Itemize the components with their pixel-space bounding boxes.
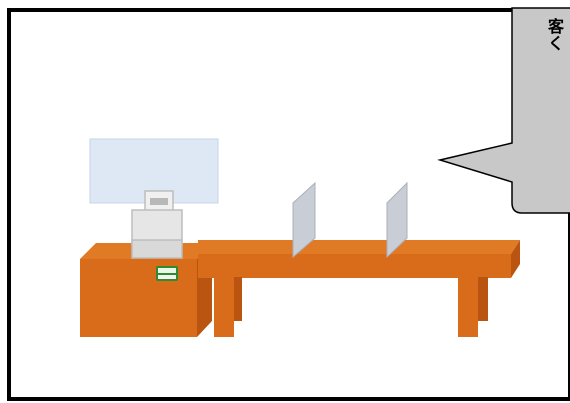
counter-front: [198, 254, 511, 278]
checkout-desk-front: [80, 259, 197, 337]
speech-line-2: く: [548, 34, 564, 53]
speech-bubble-text: 客 く: [548, 18, 570, 52]
frame-border: [9, 10, 570, 399]
counter-leg-right: [458, 277, 478, 337]
counter-leg-left: [214, 277, 234, 337]
